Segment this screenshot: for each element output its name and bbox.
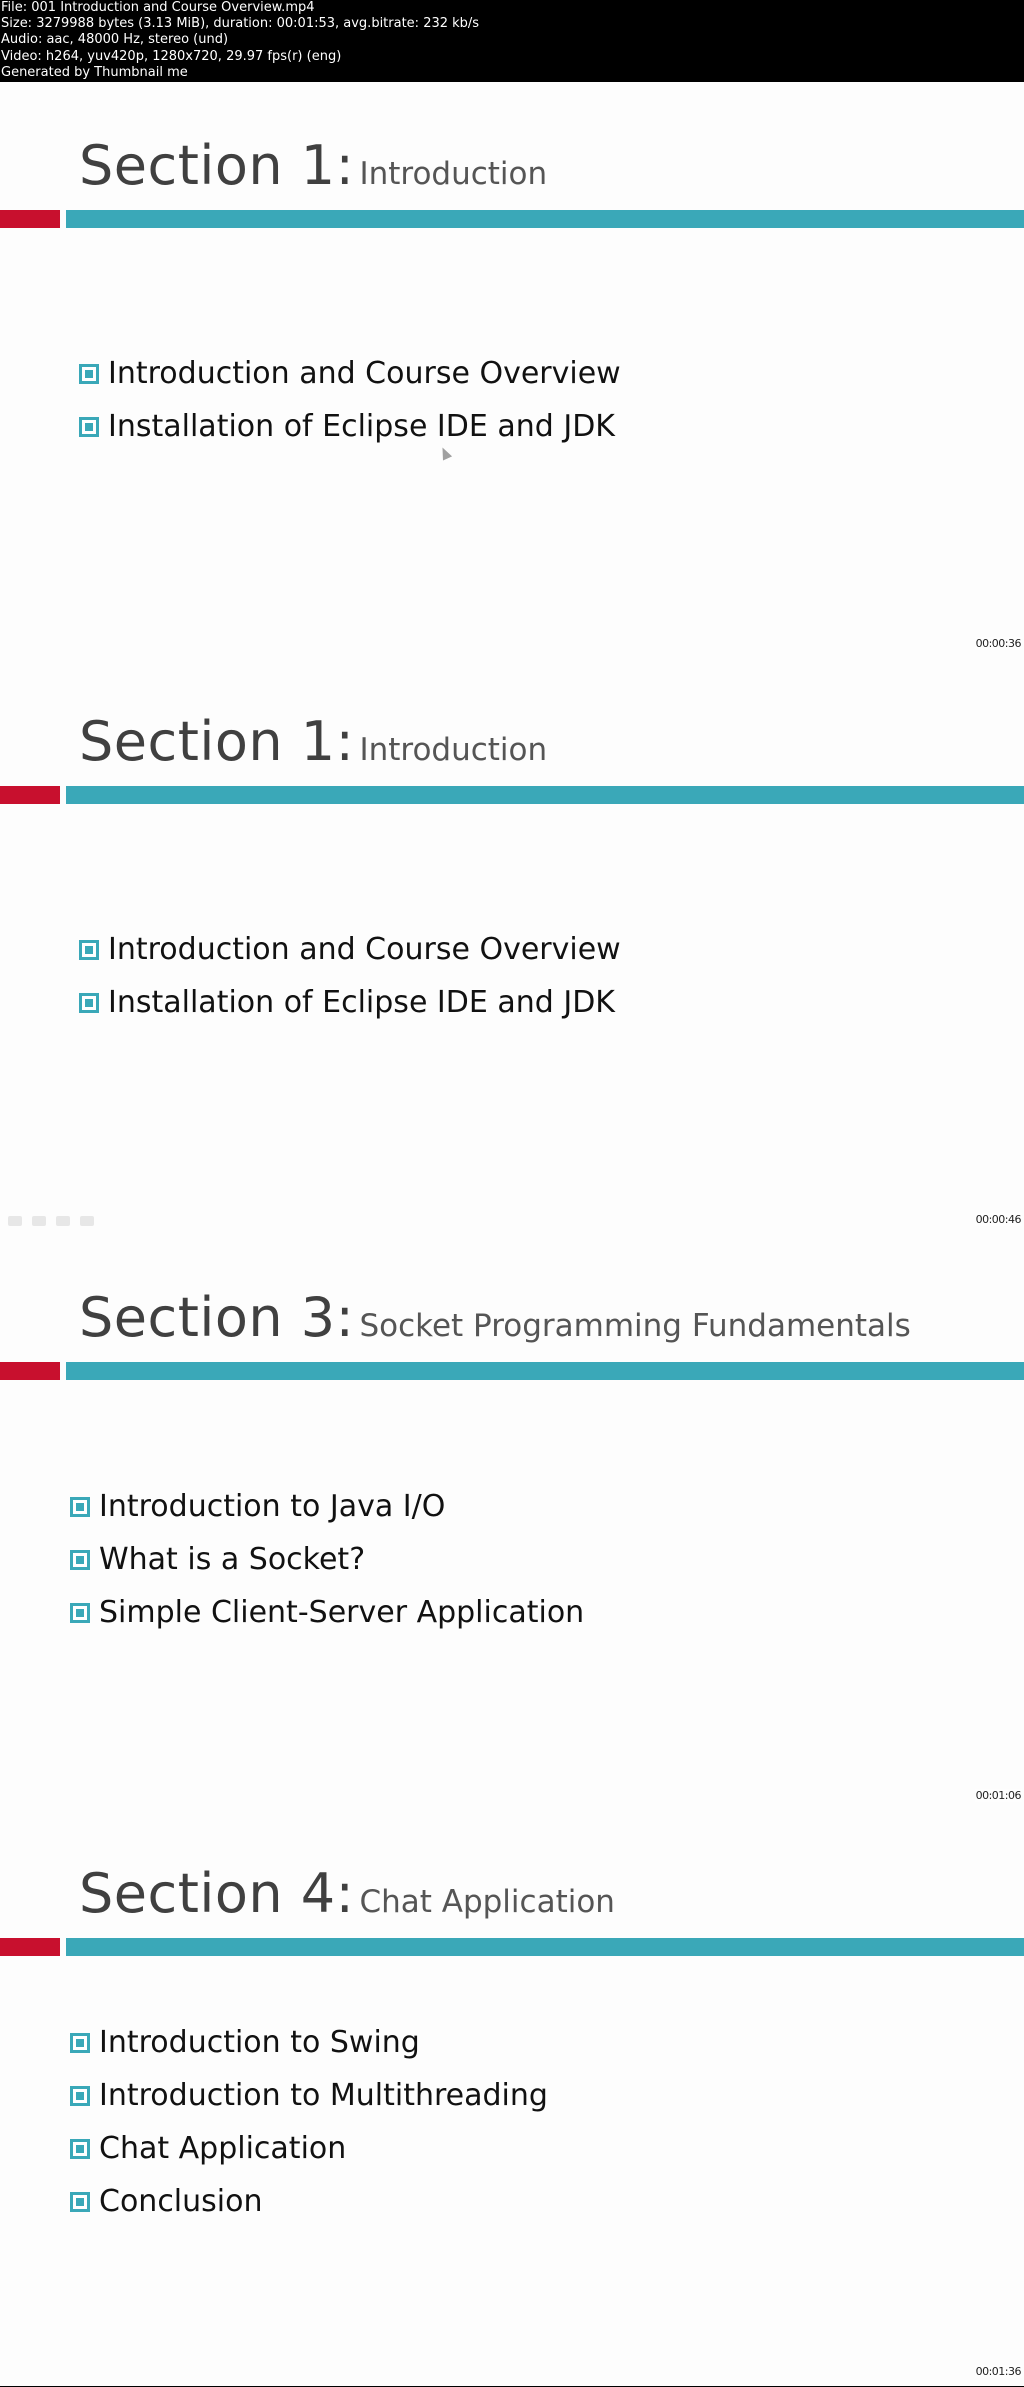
square-bullet-icon [70,1497,90,1517]
video-info-line: Video: h264, yuv420p, 1280x720, 29.97 fp… [1,48,342,64]
slide-frame-1: Section 1: Introduction Introduction and… [0,82,1024,658]
menu-icon [56,1216,70,1226]
topic-label: Chat Application [99,2131,347,2166]
slide-title: Section 3: Socket Programming Fundamenta… [79,1286,911,1349]
square-bullet-icon [79,993,99,1013]
slide-frame-2: Section 1: Introduction Introduction and… [0,658,1024,1234]
slide-title: Section 1: Introduction [79,710,547,773]
red-accent-bar [0,786,60,804]
generator-info-line: Generated by Thumbnail me [1,64,188,80]
square-bullet-icon [70,2139,90,2159]
audio-info-line: Audio: aac, 48000 Hz, stereo (und) [1,32,229,48]
topic-label: Conclusion [99,2184,263,2219]
section-name: Socket Programming Fundamentals [359,1308,911,1344]
topic-label: Introduction and Course Overview [108,932,621,967]
teal-accent-bar [66,210,1024,228]
section-number: Section 4: [79,1862,355,1925]
size-info-line: Size: 3279988 bytes (3.13 MiB), duration… [1,16,480,32]
topic-label: Introduction to Java I/O [99,1489,446,1524]
section-number: Section 1: [79,134,355,197]
square-bullet-icon [79,364,99,384]
slide-frame-3: Section 3: Socket Programming Fundamenta… [0,1234,1024,1810]
frame-timestamp: 00:00:36 [974,637,1022,650]
teal-accent-bar [66,1362,1024,1380]
frame-timestamp: 00:00:46 [974,1213,1022,1226]
square-bullet-icon [70,2192,90,2212]
slide-title: Section 4: Chat Application [79,1862,615,1925]
section-number: Section 3: [79,1286,355,1349]
topic-label: Introduction to Multithreading [99,2078,548,2113]
forward-arrow-icon [80,1216,94,1226]
section-number: Section 1: [79,710,355,773]
red-accent-bar [0,210,60,228]
file-info-line: File: 001 Introduction and Course Overvi… [1,0,315,15]
topic-label: Introduction to Swing [99,2025,420,2060]
back-arrow-icon [8,1216,22,1226]
red-accent-bar [0,1362,60,1380]
slideshow-toolbar [8,1216,94,1226]
square-bullet-icon [70,1603,90,1623]
square-bullet-icon [79,417,99,437]
red-accent-bar [0,1938,60,1956]
section-name: Introduction [359,156,548,192]
teal-accent-bar [66,786,1024,804]
topic-label: Simple Client-Server Application [99,1595,585,1630]
topic-label: What is a Socket? [99,1542,366,1577]
topic-label: Introduction and Course Overview [108,356,621,391]
section-name: Chat Application [359,1884,615,1920]
slide-title: Section 1: Introduction [79,134,547,197]
square-bullet-icon [70,2033,90,2053]
section-name: Introduction [359,732,548,768]
slide-frame-4: Section 4: Chat Application Introduction… [0,1810,1024,2386]
frame-timestamp: 00:01:36 [974,2365,1022,2378]
topic-label: Installation of Eclipse IDE and JDK [108,409,615,444]
video-info-header: File: 001 Introduction and Course Overvi… [0,0,1024,82]
frame-timestamp: 00:01:06 [974,1789,1022,1802]
square-bullet-icon [79,940,99,960]
topic-label: Installation of Eclipse IDE and JDK [108,985,615,1020]
pen-icon [32,1216,46,1226]
teal-accent-bar [66,1938,1024,1956]
square-bullet-icon [70,2086,90,2106]
square-bullet-icon [70,1550,90,1570]
